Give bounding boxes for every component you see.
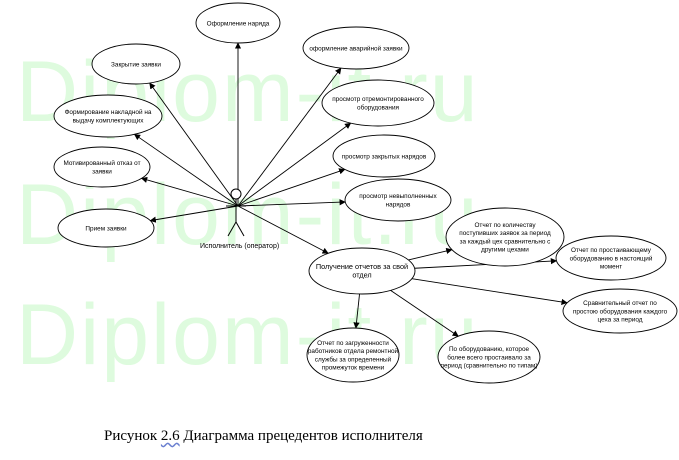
actor-label: Исполнитель (оператор) — [200, 243, 279, 250]
use-case-label: Мотивированный отказ от — [63, 159, 140, 167]
include-arrow-po-oborudovaniyu — [390, 289, 459, 337]
use-case-label: цеха за период — [598, 317, 643, 324]
use-case-label: Сравнительный отчет по — [583, 299, 657, 307]
association-arrow-formirovanie-nakladnoy — [133, 133, 239, 207]
use-case-label: простою оборудования каждого — [573, 307, 668, 315]
use-case-label: оборудованию в настоящий — [570, 254, 653, 262]
use-case-label: выдачу комплектующих — [73, 117, 145, 124]
association-arrow-poluchenie-otchetov — [237, 205, 329, 254]
use-case-label: Отчет по простаивающему — [571, 247, 652, 254]
use-case-ellipse — [308, 247, 416, 295]
use-case-ellipse — [321, 79, 435, 127]
use-case-oformlenie-naryada: Оформление наряда — [195, 2, 281, 44]
use-case-label: заявки — [92, 168, 112, 175]
use-case-ellipse — [302, 26, 410, 70]
actor-leg-right — [235, 221, 245, 237]
use-case-ellipse — [195, 2, 281, 44]
use-case-prosmotr-zakrytyh: просмотр закрытых нарядов — [332, 134, 436, 178]
watermark-line-3: Diplom-it.ru — [16, 287, 480, 383]
association-arrow-oformlenie-avariynoy — [237, 67, 342, 207]
actor-operator: Исполнитель (оператор) — [200, 188, 279, 250]
use-case-label: оформление аварийной заявки — [309, 44, 403, 52]
use-case-label: отдел — [352, 270, 371, 279]
use-case-ellipse — [555, 235, 667, 281]
association-arrow-motivirovanny-otkaz — [140, 176, 239, 207]
use-case-zakrytie-zayavki: Закрытие заявки — [91, 43, 181, 85]
use-case-label: работников отдела ремонтной — [308, 347, 399, 355]
figure-caption: Рисунок 2.6 Диаграмма прецедентов исполн… — [104, 428, 423, 445]
association-arrow-zakrytie-zayavki — [149, 82, 239, 207]
use-case-priem-zayavki: Прием заявки — [57, 208, 155, 248]
use-case-label: момент — [600, 264, 622, 271]
include-arrow-otchet-kolichestvo — [408, 247, 453, 261]
association-arrow-prosmotr-zakrytyh — [237, 168, 346, 207]
use-case-label: другими цехами — [481, 247, 529, 254]
use-case-label: за каждый цех сравнительно с — [460, 237, 552, 245]
use-case-label: По оборудованию, которое — [449, 345, 530, 353]
caption-number: 2.6 — [160, 428, 180, 444]
association-arrow-prosmotr-nevypolnennyh — [237, 199, 346, 207]
use-case-ellipse — [332, 134, 436, 178]
use-case-label: оборудования — [357, 103, 399, 111]
use-case-oformlenie-avariynoy: оформление аварийной заявки — [302, 26, 410, 70]
use-case-label: период (сравнительно по типам) — [441, 363, 538, 370]
use-case-label: Оформление наряда — [207, 20, 270, 27]
use-case-label: просмотр невыполненных — [359, 193, 437, 200]
use-case-ellipse — [445, 207, 565, 267]
use-case-label: Закрытие заявки — [111, 61, 161, 68]
use-case-ellipse — [562, 288, 678, 334]
use-case-label: Отчет по загруженности — [317, 340, 389, 347]
use-case-label: Отчет по количеству — [474, 222, 536, 229]
association-arrow-priem-zayavki — [149, 205, 239, 223]
use-case-label: нарядов — [386, 201, 411, 208]
use-case-label: просмотр закрытых нарядов — [342, 153, 427, 160]
use-case-label: более всего простаивало за — [447, 353, 531, 361]
use-case-label: поступивших заявок за период — [459, 230, 551, 237]
association-arrow-prosmotr-otremont — [237, 122, 352, 207]
use-case-label: Прием заявки — [85, 225, 127, 232]
actor-leg-left — [227, 221, 237, 237]
use-case-ellipse — [91, 43, 181, 85]
use-case-ellipse — [306, 327, 400, 383]
use-case-ellipse — [53, 146, 151, 188]
use-case-label: Получение отчетов за свой — [316, 262, 408, 271]
caption-suffix: Диаграмма прецедентов исполнителя — [179, 428, 423, 444]
use-case-ellipse — [57, 208, 155, 248]
include-arrow-sravnitelny-otchet — [411, 278, 568, 306]
use-case-label: промежуток времени — [322, 365, 385, 372]
use-case-ellipse — [344, 178, 452, 222]
caption-prefix: Рисунок — [104, 428, 161, 444]
use-case-label: просмотр отремонтированного — [332, 96, 424, 103]
use-case-ellipse — [53, 94, 163, 138]
include-arrow-otchet-zagruzhennosti — [353, 293, 360, 329]
use-case-ellipse — [437, 330, 541, 384]
use-case-label: службы за определенный — [315, 355, 392, 363]
use-case-label: Формирование накладной на — [65, 108, 152, 116]
actor-head — [230, 188, 242, 200]
